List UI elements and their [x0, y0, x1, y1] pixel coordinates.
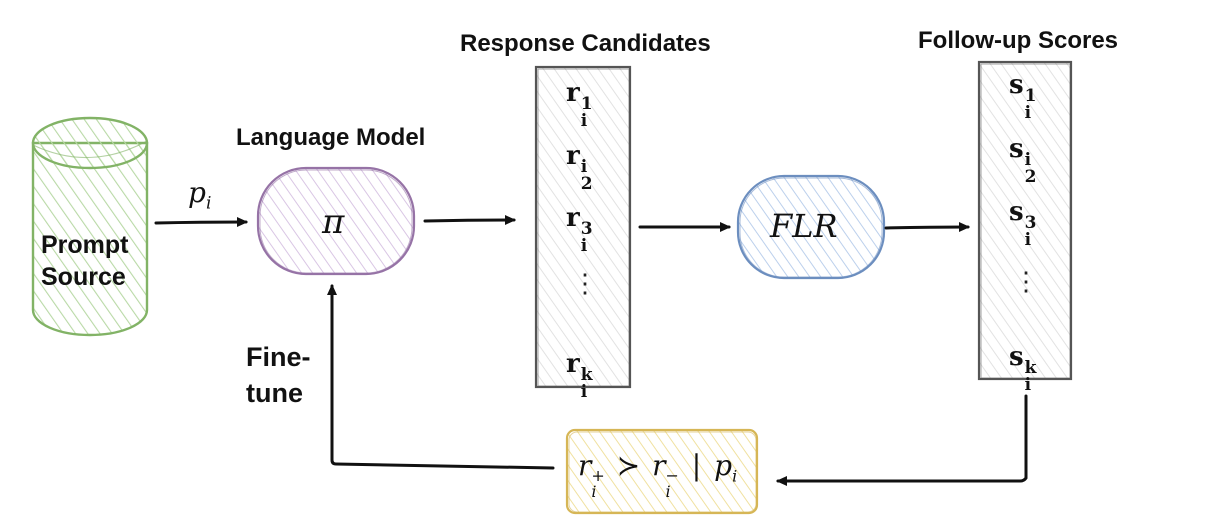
- arrow-prompt-to-lm: [154, 217, 248, 228]
- fine-tune-label-2: tune: [246, 378, 303, 408]
- fine-tune-label-1: Fine-: [246, 342, 311, 372]
- flr-label: FLR: [770, 207, 838, 245]
- prompt-source-label-1: Prompt: [41, 231, 129, 259]
- follow-up-scores-title: Follow-up Scores: [918, 27, 1119, 54]
- preference-box: [565, 428, 759, 515]
- arrow-preference-to-lm: [327, 284, 555, 470]
- policy-symbol: π: [322, 202, 345, 242]
- arrow-scores-to-preference: [776, 394, 1028, 486]
- arrow-lm-to-candidates: [423, 215, 516, 226]
- flr-box: [736, 174, 886, 280]
- language-model-box: [256, 166, 416, 276]
- response-candidates-column: [534, 65, 632, 389]
- candidate-ellipsis: ⋮: [572, 269, 598, 299]
- score-ellipsis: ⋮: [1013, 267, 1039, 297]
- prompt-source-cylinder: [31, 116, 149, 337]
- preference-expression: r+i ≻ r−i | pi: [578, 449, 738, 501]
- prompt-edge-label: pi: [188, 176, 212, 214]
- arrow-flr-to-scores: [884, 222, 970, 233]
- follow-up-scores-column: [977, 60, 1073, 381]
- response-candidates-title: Response Candidates: [460, 30, 711, 57]
- language-model-title: Language Model: [236, 124, 426, 151]
- prompt-source-label-2: Source: [41, 263, 126, 291]
